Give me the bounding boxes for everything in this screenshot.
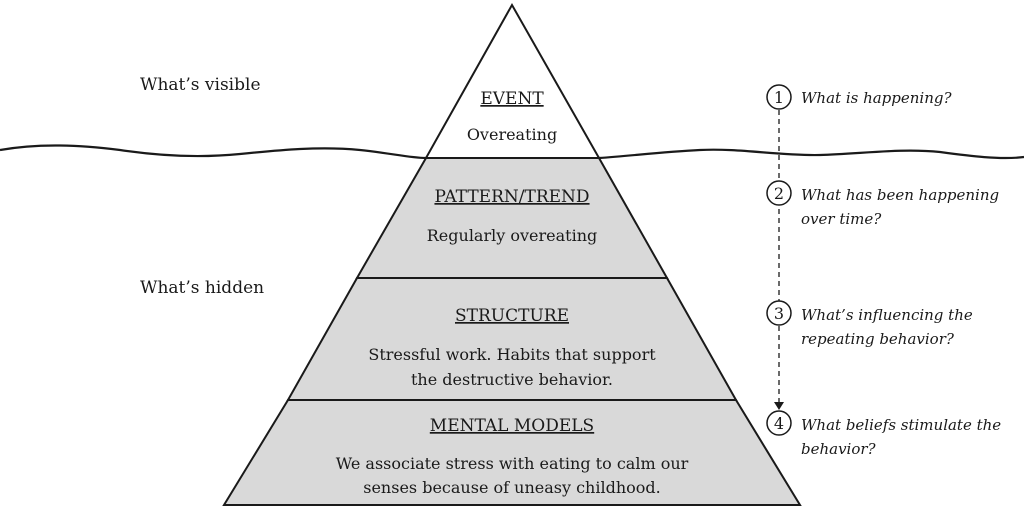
question-3-text-line2: repeating behavior? bbox=[801, 330, 955, 348]
tier-mental-models-shape bbox=[222, 399, 802, 506]
tier-event-text: Overeating bbox=[467, 125, 557, 144]
tier-structure-text-line2: the destructive behavior. bbox=[411, 370, 613, 389]
question-3-circle bbox=[766, 300, 792, 326]
question-2-circle bbox=[766, 180, 792, 206]
label-visible: What’s visible bbox=[140, 75, 261, 95]
question-4-number: 4 bbox=[774, 414, 784, 433]
tier-mental-models-title: MENTAL MODELS bbox=[430, 416, 594, 436]
water-line bbox=[0, 144, 1024, 160]
tier-pattern-title: PATTERN/TREND bbox=[434, 187, 589, 207]
question-3-number: 3 bbox=[774, 304, 784, 323]
question-1-circle bbox=[766, 84, 792, 110]
question-4-circle bbox=[766, 410, 792, 436]
tier-mental-models-text-line1: We associate stress with eating to calm … bbox=[336, 454, 689, 473]
tier-structure-text-line1: Stressful work. Habits that support bbox=[368, 345, 656, 364]
question-4-text-line2: behavior? bbox=[801, 440, 877, 458]
connector-arrowhead bbox=[774, 402, 784, 410]
question-2-number: 2 bbox=[774, 184, 784, 203]
question-2-text-line2: over time? bbox=[801, 210, 882, 228]
question-2-text-line1: What has been happening bbox=[801, 186, 999, 204]
question-1-number: 1 bbox=[774, 88, 784, 107]
tier-mental-models-text-line2: senses because of uneasy childhood. bbox=[363, 478, 660, 497]
question-3-text-line1: What’s influencing the bbox=[801, 306, 973, 324]
tier-structure-title: STRUCTURE bbox=[455, 306, 569, 326]
question-4-text-line1: What beliefs stimulate the bbox=[801, 416, 1001, 434]
label-hidden: What’s hidden bbox=[140, 278, 264, 298]
tier-pattern-shape bbox=[355, 157, 669, 279]
tier-pattern-text: Regularly overeating bbox=[427, 226, 598, 245]
question-1-text: What is happening? bbox=[801, 89, 952, 107]
tier-event-title: EVENT bbox=[480, 89, 544, 109]
